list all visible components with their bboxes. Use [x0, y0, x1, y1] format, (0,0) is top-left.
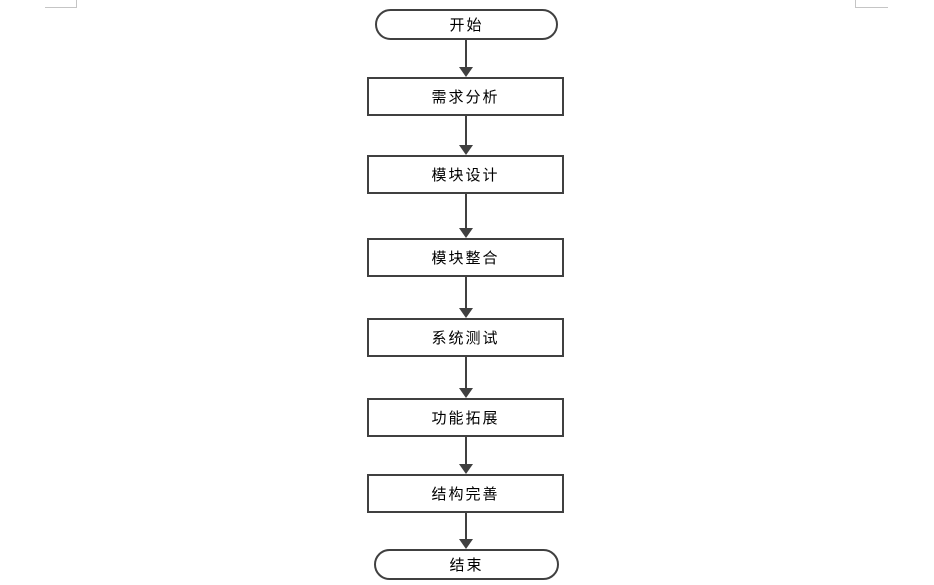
arrow-line: [465, 40, 467, 67]
connector-arrow-7[interactable]: [459, 513, 473, 549]
flowchart-node-module-design[interactable]: 模块设计: [367, 155, 564, 194]
flowchart-node-requirement-analysis[interactable]: 需求分析: [367, 77, 564, 116]
flowchart-node-feature-expansion[interactable]: 功能拓展: [367, 398, 564, 437]
arrow-head-icon: [459, 228, 473, 238]
flowchart-node-end[interactable]: 结束: [374, 549, 559, 580]
connector-arrow-3[interactable]: [459, 194, 473, 238]
node-label-module-integration: 模块整合: [431, 249, 500, 267]
arrow-head-icon: [459, 308, 473, 318]
page-corner-mark-top-right-horizontal: [855, 7, 888, 8]
arrow-head-icon: [459, 67, 473, 77]
node-label-requirement-analysis: 需求分析: [431, 88, 500, 106]
arrow-line: [465, 194, 467, 228]
page-corner-mark-top-left-horizontal: [45, 7, 77, 8]
arrow-head-icon: [459, 388, 473, 398]
node-label-module-design: 模块设计: [431, 166, 500, 184]
connector-arrow-6[interactable]: [459, 437, 473, 474]
flowchart-node-start[interactable]: 开始: [375, 9, 558, 40]
connector-arrow-2[interactable]: [459, 116, 473, 155]
node-label-start: 开始: [449, 16, 484, 34]
connector-arrow-1[interactable]: [459, 40, 473, 77]
connector-arrow-5[interactable]: [459, 357, 473, 398]
node-label-feature-expansion: 功能拓展: [431, 409, 500, 427]
flowchart-node-system-testing[interactable]: 系统测试: [367, 318, 564, 357]
arrow-head-icon: [459, 464, 473, 474]
arrow-line: [465, 116, 467, 145]
flowchart-node-structure-refinement[interactable]: 结构完善: [367, 474, 564, 513]
node-label-structure-refinement: 结构完善: [431, 485, 500, 503]
arrow-line: [465, 513, 467, 539]
node-label-system-testing: 系统测试: [431, 329, 500, 347]
page-corner-mark-top-left-vertical: [76, 0, 77, 7]
page-corner-mark-top-right-vertical: [855, 0, 856, 7]
arrow-line: [465, 277, 467, 308]
arrow-line: [465, 357, 467, 388]
arrow-head-icon: [459, 539, 473, 549]
flowchart-node-module-integration[interactable]: 模块整合: [367, 238, 564, 277]
arrow-head-icon: [459, 145, 473, 155]
node-label-end: 结束: [449, 556, 484, 574]
connector-arrow-4[interactable]: [459, 277, 473, 318]
arrow-line: [465, 437, 467, 464]
